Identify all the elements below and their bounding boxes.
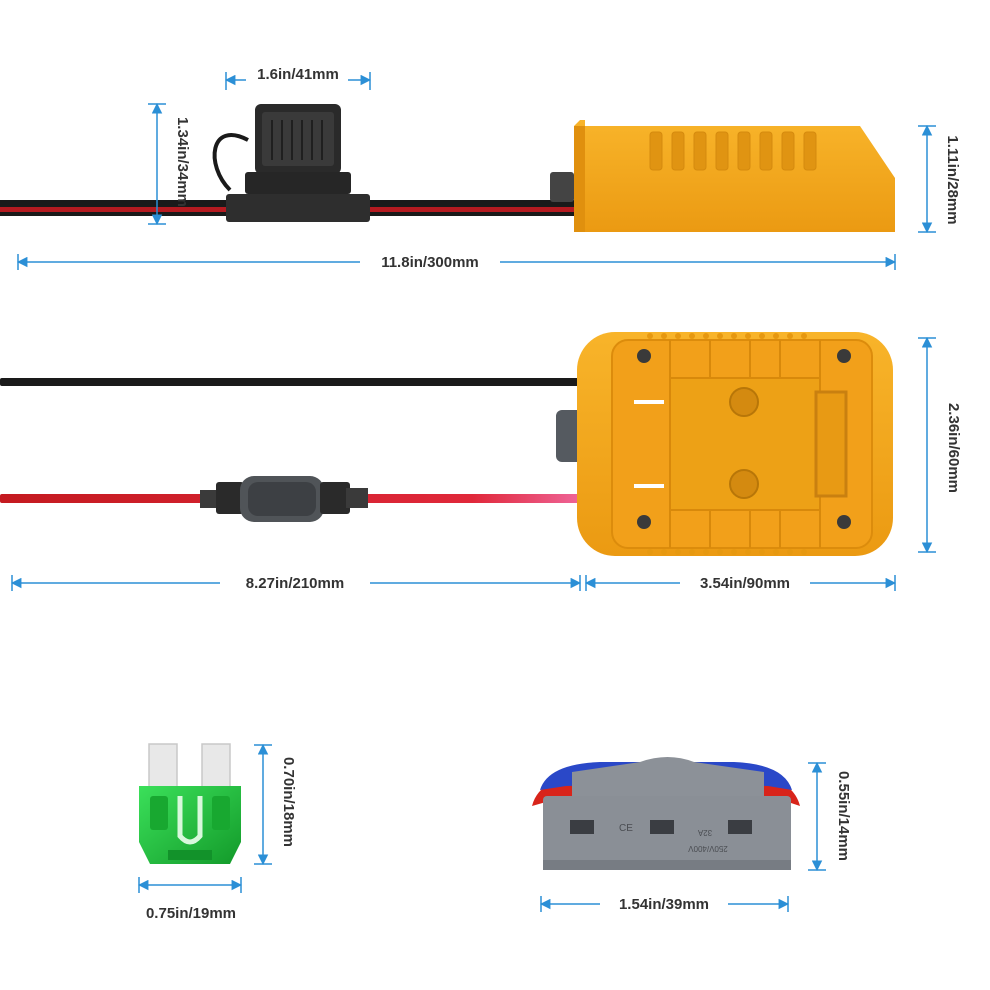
label-connector-height: 0.55in/14mm (835, 771, 852, 861)
side-adapter (550, 120, 895, 232)
top-view: 2.36in/60mm 8.27in/210mm 3.54in/90mm (0, 332, 968, 593)
label-fuse-holder-height: 1.34in/34mm (174, 117, 191, 207)
label-fuse-height: 0.70in/18mm (280, 757, 297, 847)
side-view: 1.6in/41mm 1.34in/34mm 1.11in/28mm 11.8i… (0, 66, 961, 272)
label-fuse-width: 0.75in/19mm (146, 905, 236, 922)
inline-fuse-holder (200, 476, 368, 522)
label-cable-length: 8.27in/210mm (246, 575, 344, 592)
label-connector-width: 1.54in/39mm (619, 896, 709, 913)
blade-fuse: 0.70in/18mm 0.75in/19mm (137, 743, 297, 922)
side-fuse-holder (212, 104, 370, 222)
label-total-length: 11.8in/300mm (381, 254, 479, 271)
label-fuse-holder-width: 1.6in/41mm (257, 66, 339, 83)
top-black-wire (0, 378, 590, 386)
connector-rating-top: 32A (697, 828, 712, 837)
connector-rating-bottom: 250V/400V (688, 844, 728, 853)
label-adapter-top-height: 2.36in/60mm (945, 403, 962, 493)
label-adapter-length: 3.54in/90mm (700, 575, 790, 592)
top-adapter (556, 332, 893, 556)
label-adapter-side-height: 1.11in/28mm (944, 135, 961, 224)
connector-ce-mark: CE (619, 823, 633, 834)
wire-connector: CE 32A 250V/400V 0.55in/14mm 1.54in/39mm (532, 757, 852, 914)
